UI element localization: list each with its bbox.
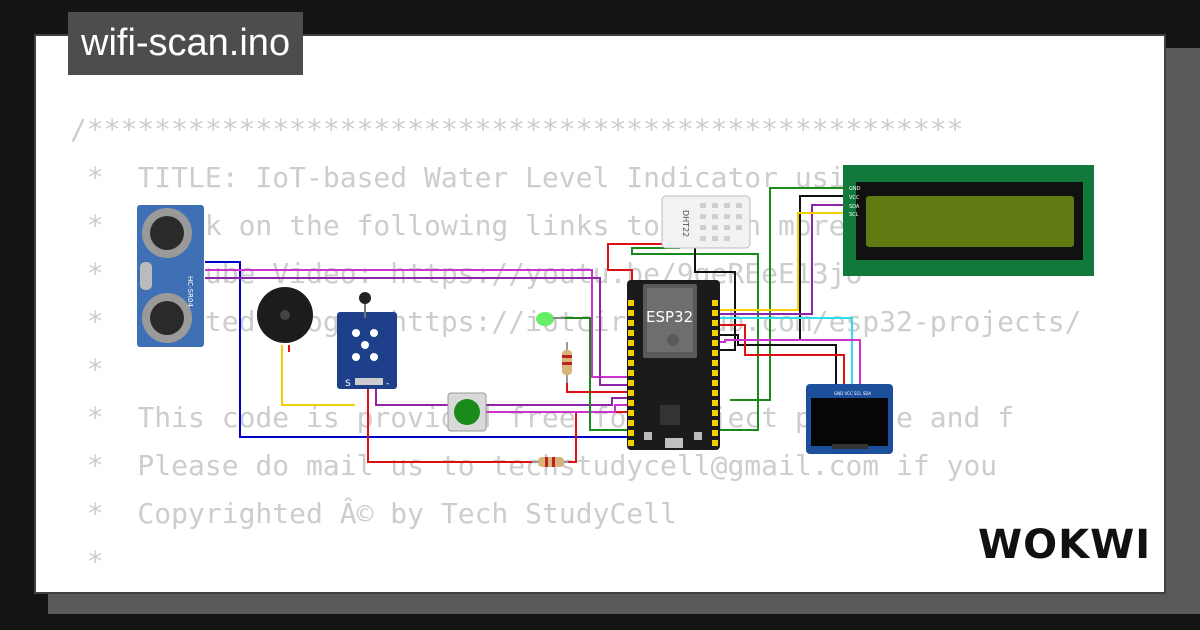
esp32-usb-port — [665, 438, 683, 448]
lcd-pin-label: VCC — [849, 195, 860, 201]
resistor-horizontal[interactable] — [532, 457, 568, 467]
esp32-reset-button[interactable] — [694, 432, 702, 440]
code-line: * Copyrighted Â© by Tech StudyCell — [70, 497, 677, 530]
file-name-chip: wifi-scan.ino — [68, 12, 304, 75]
resistor-body — [538, 457, 564, 467]
ultrasonic-mesh-bottom — [150, 301, 184, 335]
ir-pin-header — [355, 378, 383, 385]
ir-dot — [370, 353, 378, 361]
buzzer[interactable] — [257, 287, 313, 343]
dht22-label: DHT22 — [681, 210, 690, 237]
wire-yellow-buzzer[interactable] — [281, 345, 355, 406]
ir-board — [337, 312, 397, 389]
ir-pin-minus-label: - — [386, 379, 389, 389]
esp32-logo-icon — [667, 334, 679, 346]
dht22-grille — [700, 203, 742, 241]
lcd-display[interactable]: GND VCC SDA SCL — [843, 165, 1094, 276]
wire-magenta-oled[interactable] — [715, 339, 861, 390]
push-button-cap — [454, 399, 480, 425]
esp32-label: ESP32 — [646, 308, 693, 326]
wire-magenta-trig[interactable] — [205, 269, 632, 378]
ir-dot — [370, 329, 378, 337]
ir-dot — [361, 341, 369, 349]
esp32-boot-button[interactable] — [644, 432, 652, 440]
ir-pin-s-label: S — [345, 379, 351, 389]
esp32-board[interactable]: ESP32 — [627, 280, 720, 450]
resistor-band — [545, 457, 548, 467]
ir-sensor-head — [359, 292, 371, 304]
resistor-band — [552, 457, 555, 467]
wire-black-oled[interactable] — [720, 334, 837, 390]
wires — [205, 187, 861, 463]
led-lens — [536, 312, 554, 326]
oled-pin-label: GND VCC SCL SDA — [834, 391, 871, 396]
ultrasonic-sensor[interactable]: HC-SR04 — [137, 205, 204, 347]
buzzer-hole — [280, 310, 290, 320]
wire-red-led[interactable] — [566, 380, 632, 393]
dht22-sensor[interactable]: DHT22 — [661, 195, 751, 249]
ultrasonic-mesh-top — [150, 216, 184, 250]
wire-green-lcd[interactable] — [730, 187, 846, 401]
wire-blue[interactable] — [205, 261, 632, 438]
code-line: * — [70, 545, 104, 578]
code-line: * Click on the following links to learn … — [70, 209, 863, 242]
wire-purple-echo[interactable] — [205, 277, 632, 386]
code-line: * Please do mail us to techstudycell@gma… — [70, 449, 998, 482]
esp32-pins-right — [712, 300, 718, 446]
oled-display[interactable]: GND VCC SCL SDA — [806, 384, 893, 454]
ir-dot — [352, 329, 360, 337]
wire-red-ir[interactable] — [367, 388, 540, 463]
lcd-screen — [866, 196, 1074, 247]
ultrasonic-crystal — [140, 262, 152, 290]
ir-receiver-module[interactable]: S - — [337, 292, 397, 389]
code-background: /***************************************… — [70, 106, 1081, 592]
wire-cyan-oled[interactable] — [715, 317, 853, 390]
oled-flex — [832, 444, 868, 449]
wire-green-led[interactable] — [565, 317, 632, 431]
ir-dot — [352, 353, 360, 361]
resistor-band — [562, 362, 572, 365]
oled-screen — [811, 398, 888, 446]
wire-magenta-button[interactable] — [486, 404, 632, 413]
wire-purple-ir[interactable] — [375, 388, 632, 406]
esp32-usb-chip — [660, 405, 680, 425]
esp32-pins-left — [628, 300, 634, 446]
code-line: * — [70, 353, 104, 386]
ultrasonic-label: HC-SR04 — [186, 276, 194, 307]
wokwi-logo: WOKWI — [978, 522, 1152, 568]
wire-yellow-lcd[interactable] — [720, 212, 846, 311]
wire-purple-lcd[interactable] — [720, 204, 846, 315]
push-button[interactable] — [447, 392, 487, 432]
code-line: /***************************************… — [70, 113, 964, 146]
led-green[interactable] — [536, 312, 565, 326]
resistor-vertical[interactable] — [562, 342, 572, 383]
resistor-band — [562, 355, 572, 358]
lcd-pin-label: SCL — [849, 212, 859, 218]
dht22-body — [661, 195, 751, 249]
lcd-pin-label: GND — [849, 186, 861, 192]
wire-red-oled[interactable] — [720, 324, 845, 390]
wire-black-dht[interactable] — [694, 248, 736, 351]
lcd-pin-label: SDA — [849, 204, 860, 210]
